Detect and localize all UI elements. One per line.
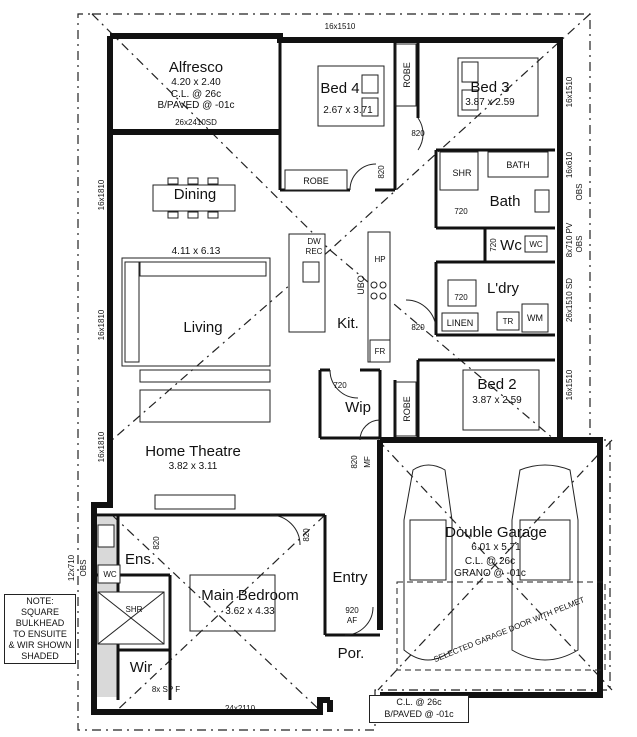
- robe-bed4-label: ROBE: [303, 176, 329, 186]
- bed2-dims: 3.87 x 2.59: [472, 395, 522, 406]
- alfresco-dims: 4.20 x 2.40: [171, 77, 221, 88]
- main-bedroom-dims: 3.62 x 4.33: [225, 606, 275, 617]
- door-bed4: 820: [377, 165, 386, 179]
- dining-living-dims: 4.11 x 6.13: [172, 246, 221, 257]
- door-bath: 720: [454, 207, 468, 216]
- bath-fixture-label: BATH: [506, 160, 529, 170]
- wc-fixture-label: WC: [529, 240, 543, 249]
- bulkhead-note: NOTE: SQUARE BULKHEAD TO ENSUITE & WIR S…: [4, 594, 76, 664]
- bed-furniture: [189, 57, 540, 632]
- double-garage-dims: 6.01 x 5.71: [471, 542, 521, 553]
- ubo-label: UBO: [356, 275, 366, 295]
- window-bottom: 24x2110: [225, 704, 256, 713]
- kitchen-name: Kit.: [337, 315, 359, 332]
- laundry-name: L'dry: [487, 280, 520, 297]
- window-right-bath: 16x610: [565, 151, 574, 178]
- porch-name: Por.: [338, 645, 365, 662]
- window-right-bath-obs: OBS: [575, 184, 584, 201]
- note-line-1: NOTE:: [26, 596, 54, 606]
- door-wip: 720: [333, 381, 347, 390]
- af-label: AF: [347, 616, 357, 625]
- wm-label: WM: [527, 313, 543, 323]
- window-right-bed3: 16x1510: [565, 76, 574, 107]
- bed4-name: Bed 4: [320, 80, 359, 97]
- bed3-dims: 3.87 x 2.59: [465, 97, 515, 108]
- ensuite-fixtures: [97, 524, 165, 645]
- note-line-5: & WIR SHOWN: [8, 640, 72, 650]
- robe-bed2-label: ROBE: [402, 396, 412, 422]
- door-ldry: 720: [454, 293, 468, 302]
- door-ensuite: 820: [152, 536, 161, 550]
- window-right-wc: 8x710 PV: [565, 222, 574, 257]
- double-garage-name: Double Garage: [445, 524, 547, 541]
- wir-name: Wir: [130, 659, 153, 676]
- porch-note: C.L. @ 26c B/PAVED @ -01c: [369, 695, 469, 723]
- mf-label: MF: [363, 456, 372, 468]
- window-left-theatre: 16x1810: [97, 431, 106, 462]
- note-line-3: BULKHEAD: [15, 618, 65, 628]
- living-furniture: [121, 177, 271, 510]
- door-main-bed: 820: [302, 528, 311, 542]
- window-right-wc-obs: OBS: [575, 236, 584, 253]
- note-line-2: SQUARE: [20, 607, 59, 617]
- window-wir-spf: 8x SP F: [152, 685, 180, 694]
- living-name: Living: [183, 319, 222, 336]
- kitchen-fixtures: [288, 231, 391, 363]
- main-bedroom-name: Main Bedroom: [201, 587, 299, 604]
- tr-label: TR: [503, 317, 514, 326]
- door-swings: [269, 117, 437, 636]
- wc-name: Wc: [500, 237, 522, 254]
- double-garage-ceiling: C.L. @ 26c: [465, 556, 515, 567]
- bath-name: Bath: [490, 193, 521, 210]
- garage-door-note: SELECTED GARAGE DOOR WITH PELMET: [432, 595, 585, 664]
- wip-name: Wip: [345, 399, 371, 416]
- garage-cars: [396, 464, 606, 671]
- linen-label: LINEN: [447, 318, 474, 328]
- robe-bed3-label: ROBE: [402, 62, 412, 88]
- window-top: 16x1510: [325, 22, 356, 31]
- ensuite-name: Ens.: [125, 551, 155, 568]
- window-alfresco-sd: 26x2410SD: [175, 118, 217, 127]
- door-bed3: 820: [411, 129, 425, 138]
- window-left-dining: 16x1810: [97, 179, 106, 210]
- wc-ensuite-label: WC: [103, 570, 117, 579]
- dw-label: DW: [307, 237, 321, 246]
- home-theatre-dims: 3.82 x 3.11: [169, 461, 218, 472]
- double-garage-floor: GRANO @ -01c: [454, 568, 526, 579]
- dining-name: Dining: [174, 186, 217, 203]
- door-bed2: 820: [411, 323, 425, 332]
- shower-bath-label: SHR: [452, 168, 472, 178]
- wet-area-fixtures: [439, 151, 550, 333]
- robes: [284, 43, 417, 437]
- window-left-living: 16x1810: [97, 309, 106, 340]
- door-garage: 820: [350, 455, 359, 469]
- fr-label: FR: [375, 347, 386, 356]
- porch-ceiling: C.L. @ 26c: [396, 697, 442, 707]
- rec-label: REC: [306, 247, 323, 256]
- note-line-6: SHADED: [21, 651, 59, 661]
- door-wc: 720: [489, 238, 498, 252]
- note-line-4: TO ENSUITE: [13, 629, 67, 639]
- bed3-name: Bed 3: [470, 79, 509, 96]
- home-theatre-name: Home Theatre: [145, 443, 241, 460]
- window-left-ens-obs: OBS: [79, 560, 88, 577]
- alfresco-ceiling: C.L. @ 26c: [171, 89, 221, 100]
- bed4-dims: 2.67 x 3.71: [323, 105, 373, 116]
- window-right-ldry: 26x1510 SD: [565, 278, 574, 322]
- window-right-bed2: 16x1510: [565, 369, 574, 400]
- shower-ensuite-label: SHR: [126, 605, 143, 614]
- hp-label: HP: [374, 255, 385, 264]
- porch-floor: B/PAVED @ -01c: [384, 709, 454, 719]
- alfresco-floor: B/PAVED @ -01c: [157, 100, 234, 111]
- exterior-walls: [91, 33, 603, 715]
- bed2-name: Bed 2: [477, 376, 516, 393]
- window-left-ens: 12x710: [67, 554, 76, 581]
- alfresco-name: Alfresco: [169, 59, 223, 76]
- entry-name: Entry: [332, 569, 368, 586]
- door-entry: 920: [345, 606, 359, 615]
